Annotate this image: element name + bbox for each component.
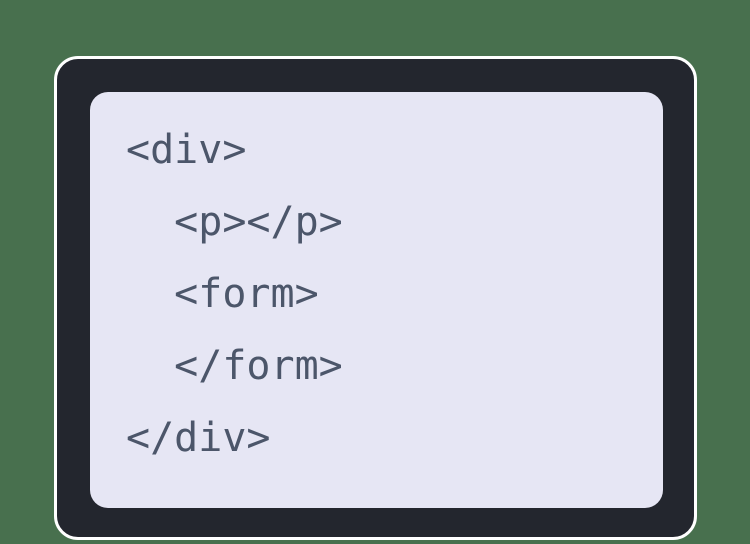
code-line-p: <p></p> <box>126 199 343 245</box>
code-line-form-close: </form> <box>126 343 343 389</box>
device-frame: <div> <p></p> <form> </form> </div> <box>54 56 697 540</box>
html-code-snippet: <div> <p></p> <form> </form> </div> <box>90 92 663 474</box>
code-line-div-close: </div> <box>126 415 271 461</box>
code-panel: <div> <p></p> <form> </form> </div> <box>90 92 663 508</box>
code-line-form-open: <form> <box>126 271 319 317</box>
code-line-div-open: <div> <box>126 127 247 173</box>
